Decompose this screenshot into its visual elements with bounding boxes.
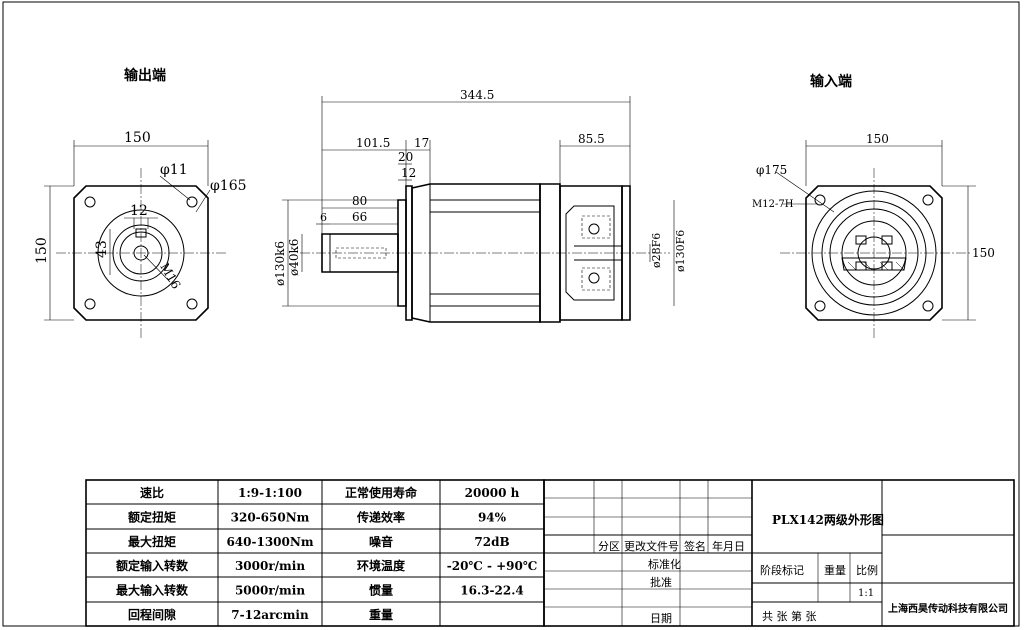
- dim-key-height: 43: [94, 240, 110, 258]
- scale-value: 1:1: [858, 588, 874, 599]
- date-label: 日期: [650, 612, 672, 625]
- dim-17: 17: [414, 136, 429, 150]
- spec-cell: 重量: [369, 607, 393, 622]
- dim-total-length: 344.5: [460, 88, 494, 102]
- title-block: PLX142两级外形图 分区 更改文件号 签名 年月日 标准化 批准 日期 阶段…: [543, 479, 1015, 627]
- dim-hole-dia: φ11: [160, 162, 188, 178]
- dim-80: 80: [352, 194, 367, 208]
- output-view-title: 输出端: [124, 67, 166, 84]
- dim-key-width: 12: [130, 203, 148, 219]
- mount-hole: [186, 298, 198, 310]
- mount-hole: [186, 196, 198, 208]
- spec-cell: 7-12arcmin: [231, 608, 309, 622]
- spec-cell: 94%: [478, 511, 507, 525]
- dim-6: 6: [320, 211, 327, 224]
- spec-cell: 1:9-1:100: [238, 486, 302, 500]
- dim-left-width: 150: [124, 130, 151, 146]
- input-cutaway: [565, 205, 615, 301]
- spec-cell: 速比: [140, 485, 164, 500]
- col-zone: 分区: [598, 540, 620, 553]
- stage-label: 阶段标记: [760, 563, 804, 577]
- spec-cell: 5000r/min: [235, 584, 305, 598]
- dim-20: 20: [398, 150, 413, 164]
- spec-cell: 320-650Nm: [231, 511, 310, 525]
- mount-hole: [84, 298, 96, 310]
- col-sign: 签名: [684, 539, 706, 553]
- dim-left-height: 150: [34, 237, 50, 264]
- standard-label: 标准化: [648, 557, 681, 571]
- dim-input-spigot: ø130F6: [674, 230, 687, 272]
- spec-cell: 16.3-22.4: [460, 584, 523, 598]
- dim-right-pcd: φ175: [756, 163, 787, 177]
- spec-cell: 传递效率: [356, 510, 405, 525]
- approve-label: 批准: [650, 575, 672, 589]
- weight-label: 重量: [824, 563, 846, 577]
- spec-cell: 20000 h: [465, 486, 520, 500]
- spec-cell: 额定扭矩: [128, 510, 176, 525]
- spec-cell: 惯量: [369, 583, 393, 598]
- output-flange: [405, 185, 413, 321]
- dim-66: 66: [352, 210, 367, 224]
- dim-right-width: 150: [866, 132, 889, 146]
- spec-cell: 640-1300Nm: [226, 535, 313, 549]
- output-end-view: 输出端 150 150 φ11 φ165 12 43: [34, 67, 247, 338]
- side-view: 344.5 101.5 17 20 12 80 66 6 85.5 ø130k6…: [273, 88, 687, 323]
- spec-cell: 最大输入转数: [116, 583, 189, 598]
- input-flange: [621, 185, 631, 321]
- dim-input-bore: ø28F6: [650, 233, 663, 268]
- output-flange-outline: [73, 185, 209, 321]
- spec-cell: 3000r/min: [235, 559, 305, 573]
- dim-12: 12: [401, 166, 416, 180]
- dim-flange-dia: ø130k6: [273, 241, 287, 286]
- sheets-label: 共 张 第 张: [762, 609, 817, 623]
- spec-cell: 回程间隙: [128, 607, 176, 622]
- dim-pcd: φ165: [210, 178, 247, 194]
- spec-cell: 正常使用寿命: [345, 485, 418, 500]
- dim-right-height: 150: [972, 246, 995, 260]
- company-name: 上海西昊传动科技有限公司: [888, 602, 1008, 615]
- spec-cell: 72dB: [474, 535, 509, 549]
- dim-thread: M16: [157, 261, 183, 292]
- dim-right-thread: M12-7H: [752, 199, 794, 210]
- spec-cell: -20℃ - +90℃: [447, 559, 538, 573]
- spec-cell: 额定输入转数: [116, 558, 189, 573]
- col-doc: 更改文件号: [624, 539, 679, 553]
- input-end-view: 输入端 150 150 φ175 M12-7H: [752, 73, 995, 340]
- col-date: 年月日: [712, 539, 745, 553]
- spec-table: 速比 1:9-1:100 正常使用寿命 20000 h 额定扭矩 320-650Nm 传递效…: [85, 479, 545, 627]
- input-flange-outline: [805, 185, 943, 321]
- mount-hole: [84, 196, 96, 208]
- dim-101: 101.5: [356, 136, 390, 150]
- input-view-title: 输入端: [810, 73, 852, 90]
- drawing-name: PLX142两级外形图: [772, 512, 884, 527]
- scale-label: 比例: [856, 563, 878, 577]
- spec-cell: 噪音: [369, 534, 393, 549]
- spec-cell: 环境温度: [357, 558, 406, 573]
- dim-shaft-dia: ø40k6: [287, 239, 301, 276]
- dim-85: 85.5: [578, 132, 605, 146]
- spec-cell: 最大扭矩: [128, 534, 176, 549]
- input-ring: [539, 183, 561, 323]
